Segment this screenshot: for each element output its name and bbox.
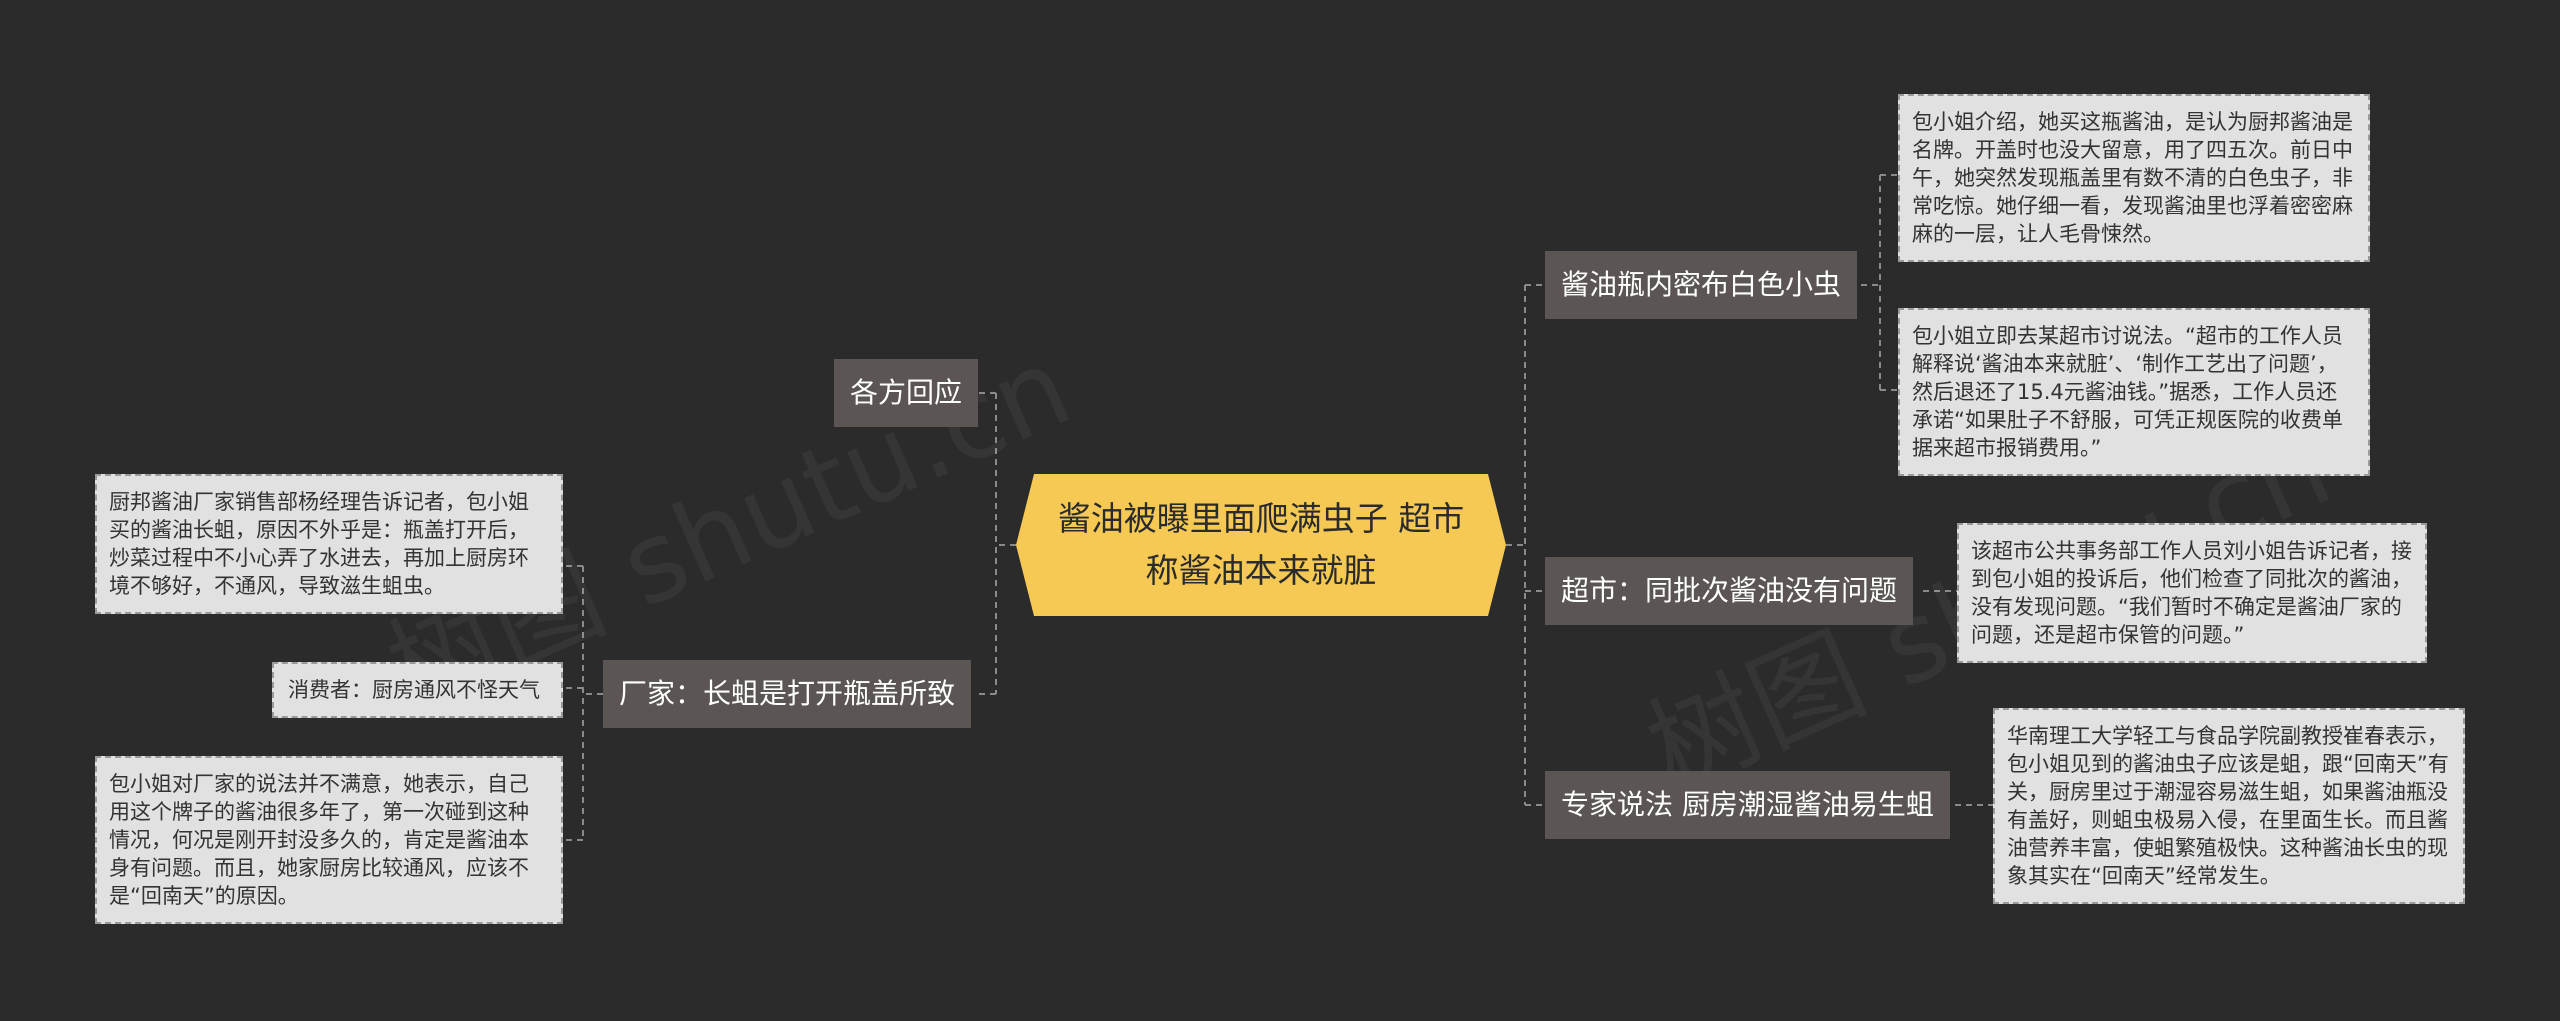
note-supermarket-detail-text: 该超市公共事务部工作人员刘小姐告诉记者，接到包小姐的投诉后，他们检查了同批次的酱… bbox=[1971, 539, 2412, 647]
note-factory-manager-text: 厨邦酱油厂家销售部杨经理告诉记者，包小姐买的酱油长蛆，原因不外乎是：瓶盖打开后，… bbox=[109, 490, 529, 598]
topic-response[interactable]: 各方回应 bbox=[834, 359, 979, 427]
note-factory-manager[interactable]: 厨邦酱油厂家销售部杨经理告诉记者，包小姐买的酱油长蛆，原因不外乎是：瓶盖打开后，… bbox=[95, 474, 563, 614]
note-consumer[interactable]: 消费者：厨房通风不怪天气 bbox=[272, 662, 563, 718]
note-expert-detail[interactable]: 华南理工大学轻工与食品学院副教授崔春表示，包小姐见到的酱油虫子应该是蛆，跟“回南… bbox=[1993, 708, 2465, 904]
note-intro[interactable]: 包小姐介绍，她买这瓶酱油，是认为厨邦酱油是名牌。开盖时也没大留意，用了四五次。前… bbox=[1898, 94, 2370, 262]
note-consumer-detail-text: 包小姐对厂家的说法并不满意，她表示，自己用这个牌子的酱油很多年了，第一次碰到这种… bbox=[109, 772, 529, 908]
central-topic-text: 酱油被曝里面爬满虫子 超市称酱油本来就脏 bbox=[1057, 499, 1465, 590]
topic-response-label: 各方回应 bbox=[850, 376, 963, 409]
topic-factory-label: 厂家：长蛆是打开瓶盖所致 bbox=[619, 677, 956, 710]
central-topic[interactable]: 酱油被曝里面爬满虫子 超市称酱油本来就脏 bbox=[1016, 474, 1506, 616]
topic-supermarket[interactable]: 超市：同批次酱油没有问题 bbox=[1545, 557, 1914, 625]
note-consumer-text: 消费者：厨房通风不怪天气 bbox=[288, 678, 540, 702]
note-intro-text: 包小姐介绍，她买这瓶酱油，是认为厨邦酱油是名牌。开盖时也没大留意，用了四五次。前… bbox=[1912, 110, 2353, 246]
note-complaint-text: 包小姐立即去某超市讨说法。“超市的工作人员解释说‘酱油本来就脏’、‘制作工艺出了… bbox=[1912, 324, 2343, 460]
topic-expert[interactable]: 专家说法 厨房潮湿酱油易生蛆 bbox=[1545, 771, 1950, 839]
note-consumer-detail[interactable]: 包小姐对厂家的说法并不满意，她表示，自己用这个牌子的酱油很多年了，第一次碰到这种… bbox=[95, 756, 563, 924]
note-supermarket-detail[interactable]: 该超市公共事务部工作人员刘小姐告诉记者，接到包小姐的投诉后，他们检查了同批次的酱… bbox=[1957, 523, 2427, 663]
topic-bugs-label: 酱油瓶内密布白色小虫 bbox=[1561, 268, 1842, 301]
topic-supermarket-label: 超市：同批次酱油没有问题 bbox=[1561, 574, 1898, 607]
topic-bugs[interactable]: 酱油瓶内密布白色小虫 bbox=[1545, 251, 1858, 319]
topic-expert-label: 专家说法 厨房潮湿酱油易生蛆 bbox=[1561, 788, 1934, 821]
note-complaint[interactable]: 包小姐立即去某超市讨说法。“超市的工作人员解释说‘酱油本来就脏’、‘制作工艺出了… bbox=[1898, 308, 2370, 476]
topic-factory[interactable]: 厂家：长蛆是打开瓶盖所致 bbox=[603, 660, 972, 728]
note-expert-detail-text: 华南理工大学轻工与食品学院副教授崔春表示，包小姐见到的酱油虫子应该是蛆，跟“回南… bbox=[2007, 724, 2449, 888]
